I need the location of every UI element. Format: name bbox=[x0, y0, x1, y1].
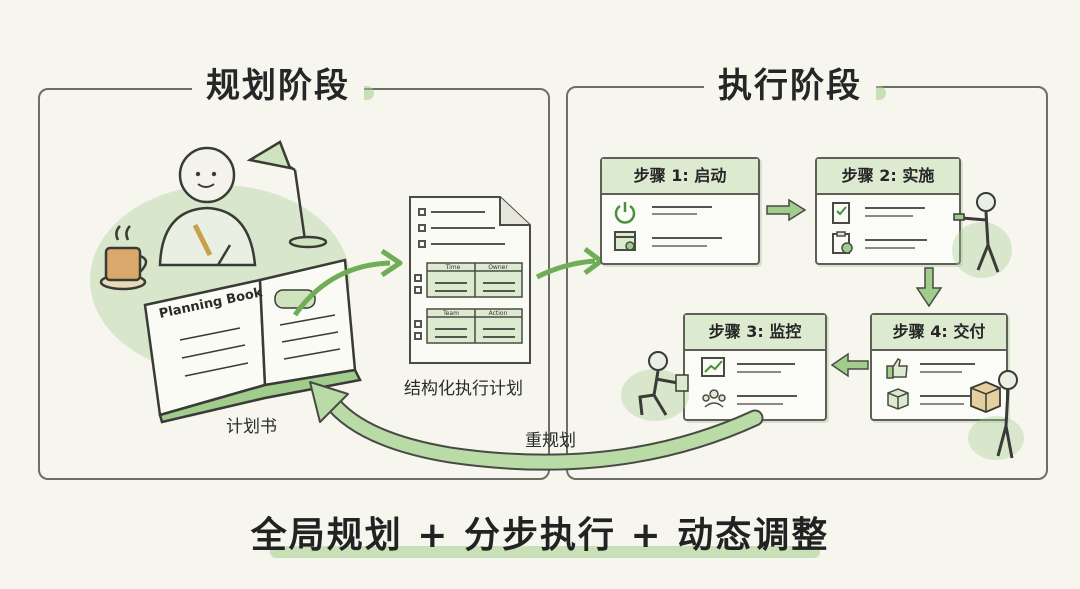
planner-illustration: Planning Book bbox=[90, 140, 362, 424]
box-icon bbox=[887, 388, 909, 410]
thumbs-up-icon bbox=[886, 358, 908, 379]
step-2-title: 步骤 2: 实施 bbox=[817, 159, 959, 195]
settings-window-icon bbox=[614, 231, 636, 251]
doc-header-team: Team bbox=[442, 310, 459, 317]
worker-figure-icon bbox=[952, 192, 1012, 278]
team-icon bbox=[702, 389, 726, 408]
step4-to-step3-arrow bbox=[830, 352, 869, 378]
step-4-card[interactable]: 步骤 4: 交付 bbox=[870, 313, 1008, 421]
delivery-figure-icon bbox=[968, 370, 1024, 460]
doc-header-action: Action bbox=[489, 310, 508, 317]
step-4-title: 步骤 4: 交付 bbox=[872, 315, 1006, 351]
book-to-plan-arrow bbox=[292, 248, 403, 317]
replan-label: 重规划 bbox=[525, 431, 576, 451]
doc-header-time: Time bbox=[445, 264, 461, 271]
structured-plan-document: Time Owner Team Action bbox=[409, 196, 531, 364]
plan-to-step1-arrow bbox=[535, 247, 604, 280]
footer-tagline: 全局规划 + 分步执行 + 动态调整 bbox=[250, 515, 830, 556]
checklist-icon bbox=[832, 202, 850, 224]
step-3-card[interactable]: 步骤 3: 监控 bbox=[683, 313, 827, 421]
plan-caption: 结构化执行计划 bbox=[404, 379, 523, 399]
replan-arrow bbox=[309, 381, 764, 471]
planning-book-icon bbox=[143, 258, 362, 424]
monitor-figure-icon bbox=[621, 351, 689, 421]
planner-person-icon bbox=[158, 146, 257, 267]
step-1-card[interactable]: 步骤 1: 启动 bbox=[600, 157, 760, 265]
pencil-icon bbox=[192, 223, 213, 257]
execution-title: 执行阶段 bbox=[704, 58, 876, 107]
book-caption: 计划书 bbox=[226, 417, 277, 437]
power-icon bbox=[614, 202, 636, 224]
clipboard-check-icon bbox=[832, 231, 853, 254]
step-2-card[interactable]: 步骤 2: 实施 bbox=[815, 157, 961, 265]
coffee-mug-icon bbox=[99, 225, 148, 291]
step-3-title: 步骤 3: 监控 bbox=[685, 315, 825, 351]
desk-lamp-icon bbox=[246, 140, 328, 249]
step-1-title: 步骤 1: 启动 bbox=[602, 159, 758, 195]
doc-header-owner: Owner bbox=[488, 264, 508, 271]
step1-to-step2-arrow bbox=[766, 198, 807, 222]
footer-highlight bbox=[270, 546, 820, 558]
planning-title: 规划阶段 bbox=[192, 58, 364, 107]
step2-to-step4-arrow bbox=[915, 267, 943, 308]
trend-chart-icon bbox=[701, 357, 725, 377]
